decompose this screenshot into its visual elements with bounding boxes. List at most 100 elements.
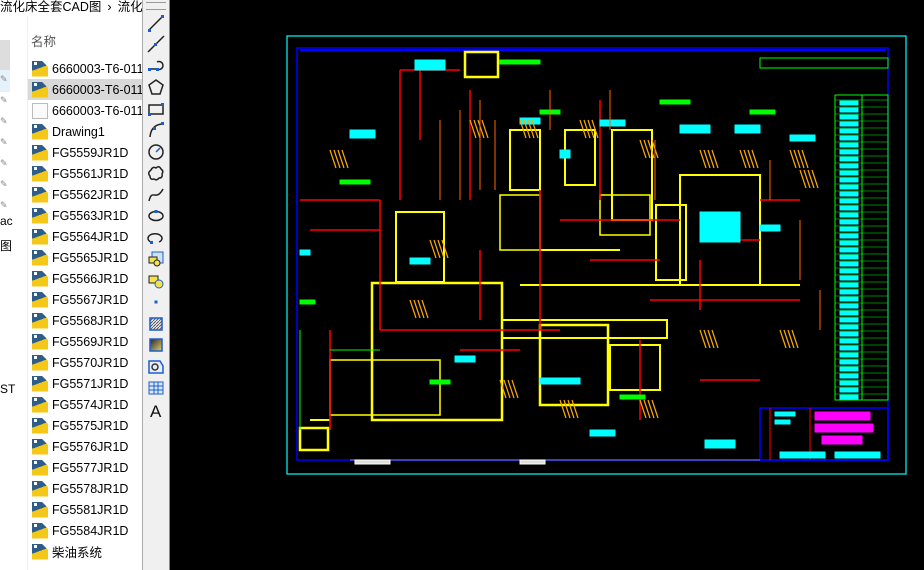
- gradient-icon: [149, 338, 163, 352]
- file-list-item[interactable]: 柴油系统: [28, 541, 142, 562]
- file-list-item[interactable]: Drawing1: [28, 121, 142, 142]
- file-list-item[interactable]: FG5570JR1D: [28, 352, 142, 373]
- drawing-entity: [703, 149, 711, 169]
- drawing-entity: [839, 240, 859, 246]
- ellipse-icon: [148, 210, 164, 222]
- nav-item-label[interactable]: 图: [0, 239, 13, 253]
- file-list-item[interactable]: FG5569JR1D: [28, 331, 142, 352]
- drawing-entity: [349, 129, 376, 139]
- cad-drawing-icon: [32, 417, 48, 434]
- drawing-entity: [539, 377, 581, 385]
- file-name: FG5570JR1D: [52, 355, 129, 370]
- file-list-item[interactable]: FG5561JR1D: [28, 163, 142, 184]
- file-list-item[interactable]: FG5566JR1D: [28, 268, 142, 289]
- file-list-item[interactable]: FG5568JR1D: [28, 310, 142, 331]
- file-list-item[interactable]: FG5564JR1D: [28, 226, 142, 247]
- drawing-entity: [341, 149, 349, 169]
- drawing-entity: [354, 459, 391, 465]
- region-tool-button[interactable]: [145, 356, 167, 378]
- arc-tool-button[interactable]: [145, 120, 167, 142]
- file-list-item[interactable]: FG5574JR1D: [28, 394, 142, 415]
- cad-drawing-icon: [32, 228, 48, 245]
- drawing-entity: [477, 119, 485, 139]
- drawing-entity: [839, 142, 859, 148]
- drawing-entity: [839, 107, 859, 113]
- breadcrumb-item[interactable]: 流化: [117, 0, 142, 14]
- drawing-entity: [839, 310, 859, 316]
- line-tool-button[interactable]: [145, 12, 167, 34]
- file-name: FG5576JR1D: [52, 439, 129, 454]
- file-list-item[interactable]: FG5576JR1D: [28, 436, 142, 457]
- circle-tool-button[interactable]: [145, 141, 167, 163]
- nav-item-hover[interactable]: [0, 70, 10, 92]
- multiline-text-tool-button[interactable]: A: [145, 399, 167, 421]
- point-tool-button[interactable]: [145, 292, 167, 314]
- file-list-item[interactable]: 6660003-T6-011: [28, 58, 142, 79]
- make-block-icon: [148, 275, 164, 289]
- cad-drawing-icon: [32, 144, 48, 161]
- drawing-entity: [774, 419, 791, 425]
- nav-item-label[interactable]: ST: [0, 382, 16, 396]
- file-name: FG5575JR1D: [52, 418, 129, 433]
- drawing-entity: [814, 423, 874, 433]
- file-list-item[interactable]: FG5584JR1D: [28, 520, 142, 541]
- drawing-entity: [759, 57, 889, 69]
- insert-block-tool-button[interactable]: [145, 249, 167, 271]
- file-list-item[interactable]: FG5581JR1D: [28, 499, 142, 520]
- file-list-item[interactable]: FG5563JR1D: [28, 205, 142, 226]
- drawing-entity: [839, 282, 859, 288]
- file-list-item[interactable]: FG5562JR1D: [28, 184, 142, 205]
- drawing-entity: [759, 224, 781, 232]
- file-list-item[interactable]: FG5577JR1D: [28, 457, 142, 478]
- drawing-entity: [839, 366, 859, 372]
- file-name: FG5562JR1D: [52, 187, 129, 202]
- drawing-entity: [787, 329, 795, 349]
- breadcrumb-item[interactable]: 流化床全套CAD图: [0, 0, 102, 14]
- file-name: FG5567JR1D: [52, 292, 129, 307]
- drawing-entity: [774, 411, 796, 417]
- nav-item-label[interactable]: ac: [0, 214, 13, 228]
- revision-cloud-tool-button[interactable]: [145, 163, 167, 185]
- navigation-pane[interactable]: ✎ ✎ ✎ ✎ ✎ ✎ ✎ ac 图 ST: [0, 16, 28, 570]
- make-block-tool-button[interactable]: [145, 270, 167, 292]
- ellipse-arc-tool-button[interactable]: [145, 227, 167, 249]
- file-name: FG5574JR1D: [52, 397, 129, 412]
- ellipse-tool-button[interactable]: [145, 206, 167, 228]
- inner-frame: [296, 47, 889, 461]
- construction-line-tool-button[interactable]: [145, 34, 167, 56]
- file-list-item[interactable]: FG5567JR1D: [28, 289, 142, 310]
- file-list-item[interactable]: FG5559JR1D: [28, 142, 142, 163]
- cad-drawing-icon: [32, 501, 48, 518]
- file-list-item[interactable]: FG5575JR1D: [28, 415, 142, 436]
- file-name: FG5564JR1D: [52, 229, 129, 244]
- drawing-entity: [839, 296, 859, 302]
- file-name: 柴油系统: [52, 546, 103, 560]
- toolbar-grip[interactable]: [146, 2, 166, 10]
- file-list-item[interactable]: FG5578JR1D: [28, 478, 142, 499]
- drawing-entity: [699, 149, 707, 169]
- file-list-item[interactable]: FG5571JR1D: [28, 373, 142, 394]
- table-tool-button[interactable]: [145, 378, 167, 400]
- column-header-name[interactable]: 名称: [31, 35, 57, 49]
- file-list-item[interactable]: FG5565JR1D: [28, 247, 142, 268]
- drawing-entity: [463, 50, 500, 79]
- rectangle-tool-button[interactable]: [145, 98, 167, 120]
- spline-tool-button[interactable]: [145, 184, 167, 206]
- gradient-tool-button[interactable]: [145, 335, 167, 357]
- cad-drawing-canvas[interactable]: [170, 0, 924, 570]
- file-name: FG5561JR1D: [52, 166, 129, 181]
- file-list-item[interactable]: 6660003-T6-011: [28, 100, 142, 121]
- drawing-entity: [839, 177, 859, 183]
- construction-line-icon: [147, 35, 165, 53]
- drawing-entity: [839, 359, 859, 365]
- drawing-entity: [707, 329, 715, 349]
- cad-drawing-icon: [32, 543, 48, 560]
- drawing-entity: [711, 329, 719, 349]
- drawing-entity: [807, 169, 815, 189]
- polyline-tool-button[interactable]: [145, 55, 167, 77]
- nav-item-selected[interactable]: [0, 40, 10, 70]
- pin-icon: ✎: [0, 179, 8, 189]
- file-list-item[interactable]: 6660003-T6-011: [28, 79, 142, 100]
- hatch-tool-button[interactable]: [145, 313, 167, 335]
- polygon-tool-button[interactable]: [145, 77, 167, 99]
